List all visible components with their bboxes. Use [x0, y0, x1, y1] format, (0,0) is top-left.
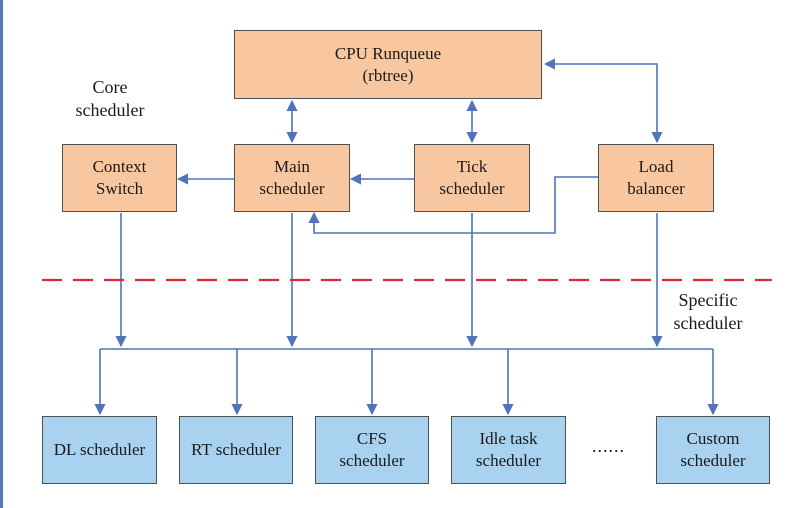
cpu-runqueue-box: CPU Runqueue (rbtree) — [234, 30, 542, 99]
main-scheduler-box: Main scheduler — [234, 144, 350, 212]
runqueue-subtitle: (rbtree) — [362, 65, 414, 85]
load-balancer-line1: Load — [638, 157, 674, 176]
core-label-line2: scheduler — [75, 100, 145, 120]
core-label-line1: Core — [92, 77, 128, 97]
main-scheduler-line1: Main — [274, 157, 310, 176]
runqueue-balancer-arrow — [543, 58, 663, 144]
cfs-scheduler-box: CFS scheduler — [315, 416, 429, 484]
tick-scheduler-line2: scheduler — [439, 179, 505, 198]
tick-scheduler-box: Tick scheduler — [414, 144, 530, 212]
tick-scheduler-line1: Tick — [456, 157, 488, 176]
load-balancer-box: Load balancer — [598, 144, 714, 212]
custom-scheduler-line1: Custom — [686, 429, 740, 448]
runqueue-title: CPU Runqueue — [334, 43, 442, 63]
custom-scheduler-line2: scheduler — [680, 451, 746, 470]
slide-left-border — [0, 0, 3, 508]
cfs-scheduler-line1: CFS — [356, 429, 388, 448]
idle-scheduler-line2: scheduler — [475, 451, 542, 470]
dl-scheduler-box: DL scheduler — [42, 416, 157, 484]
specific-label-line1: Specific — [678, 290, 738, 310]
context-switch-line1: Context — [92, 157, 147, 176]
custom-scheduler-box: Custom scheduler — [656, 416, 770, 484]
specific-scheduler-label: Specific scheduler — [660, 289, 756, 335]
more-schedulers-ellipsis: ...... — [592, 436, 625, 456]
cfs-scheduler-line2: scheduler — [339, 451, 405, 470]
core-scheduler-label: Core scheduler — [62, 76, 158, 122]
rt-scheduler-box: RT scheduler — [179, 416, 293, 484]
idle-scheduler-line1: Idle task — [479, 429, 538, 448]
specific-label-line2: scheduler — [673, 313, 743, 333]
rt-scheduler-label: RT scheduler — [191, 440, 281, 459]
dl-scheduler-label: DL scheduler — [53, 440, 146, 459]
load-balancer-line2: balancer — [627, 179, 685, 198]
idle-task-scheduler-box: Idle task scheduler — [451, 416, 566, 484]
main-scheduler-line2: scheduler — [259, 179, 325, 198]
context-switch-box: Context Switch — [62, 144, 177, 212]
balancer-main-arrow — [308, 176, 598, 234]
context-switch-line2: Switch — [95, 179, 144, 198]
